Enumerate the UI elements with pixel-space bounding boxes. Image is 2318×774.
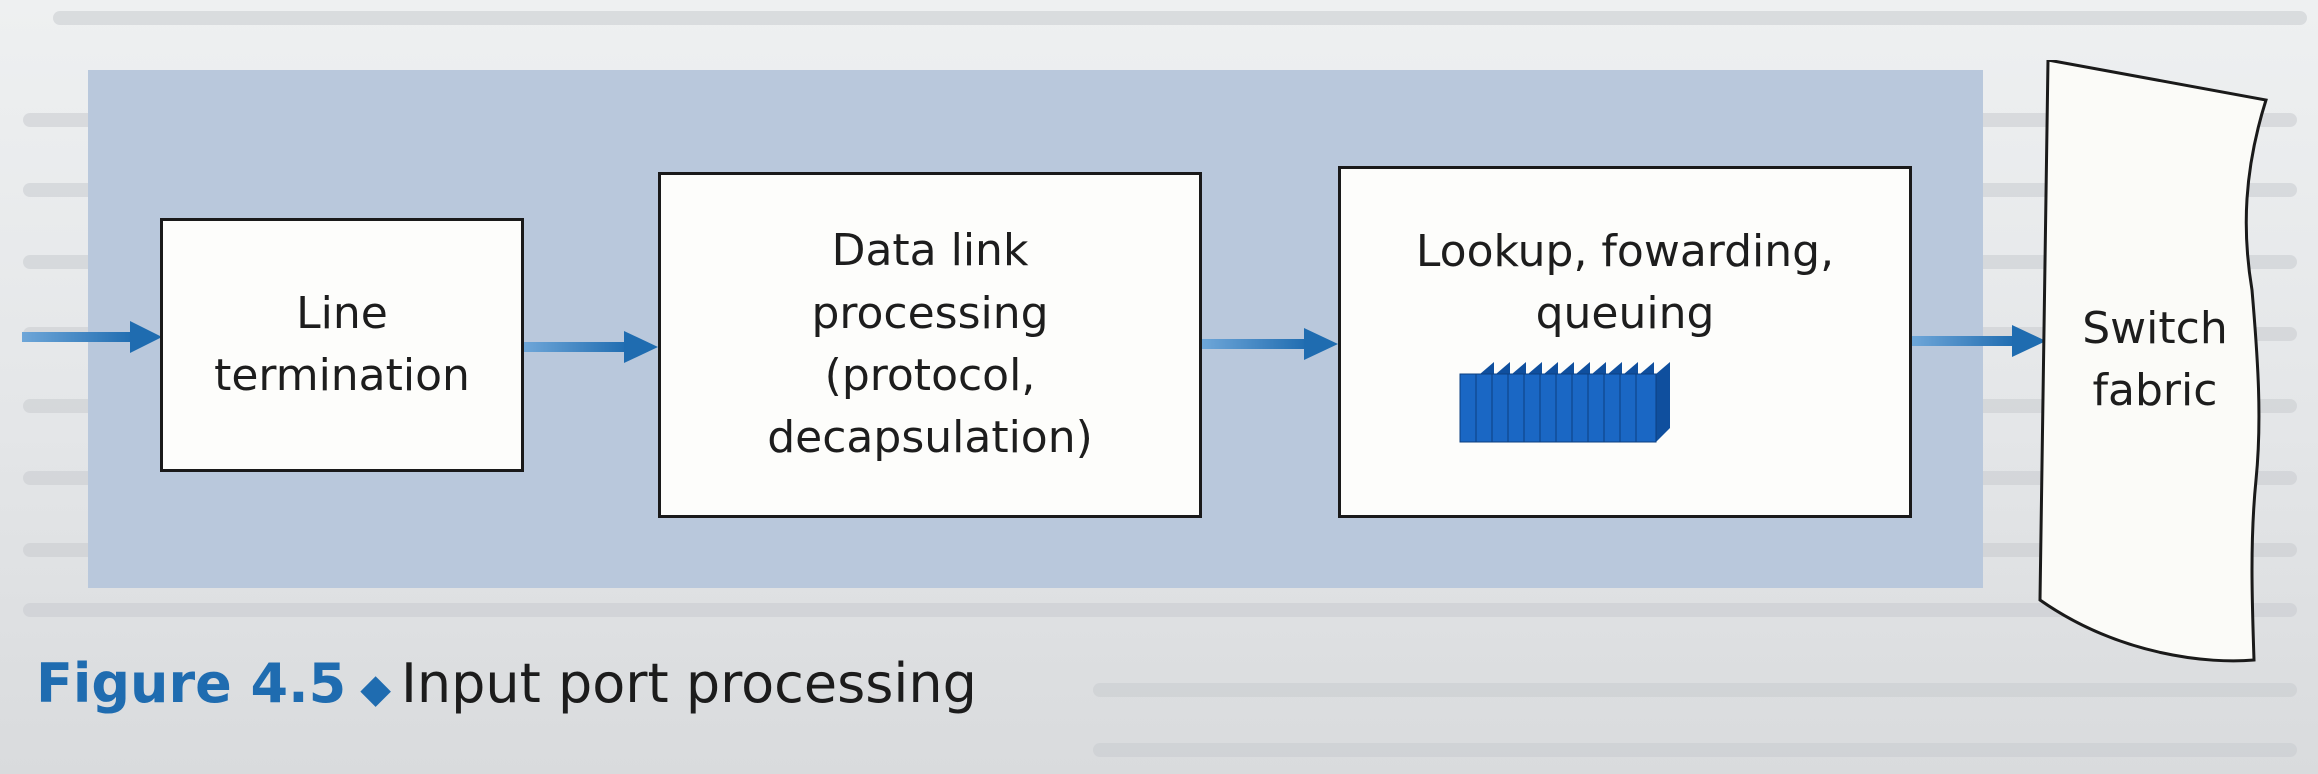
data-link-processing-box: Data link processing (protocol, decapsul… [658,172,1202,518]
lookup-forwarding-queuing-box: Lookup, fowarding, queuing [1338,166,1912,518]
switch-fabric-label: Switch fabric [2082,303,2228,417]
right-arrow-icon [22,321,162,353]
switch-fabric-box [2038,60,2268,663]
right-arrow-icon [1912,325,2046,357]
lookup-forwarding-queuing-label: Lookup, fowarding, queuing [1415,226,1835,340]
figure-number: Figure 4.5 [36,652,347,715]
data-link-processing-label: Data link processing (protocol, decapsul… [767,225,1093,464]
figure-title: Input port processing [400,652,977,715]
diamond-icon: ◆ [360,666,391,712]
line-termination-box: Line termination [160,218,524,472]
line-termination-label: Line termination [214,287,470,401]
figure-caption: Figure 4.5 ◆Input port processing [36,652,977,715]
right-arrow-icon [524,331,658,363]
packet-queue-icon [1459,362,1670,443]
right-arrow-icon [1202,328,1338,360]
